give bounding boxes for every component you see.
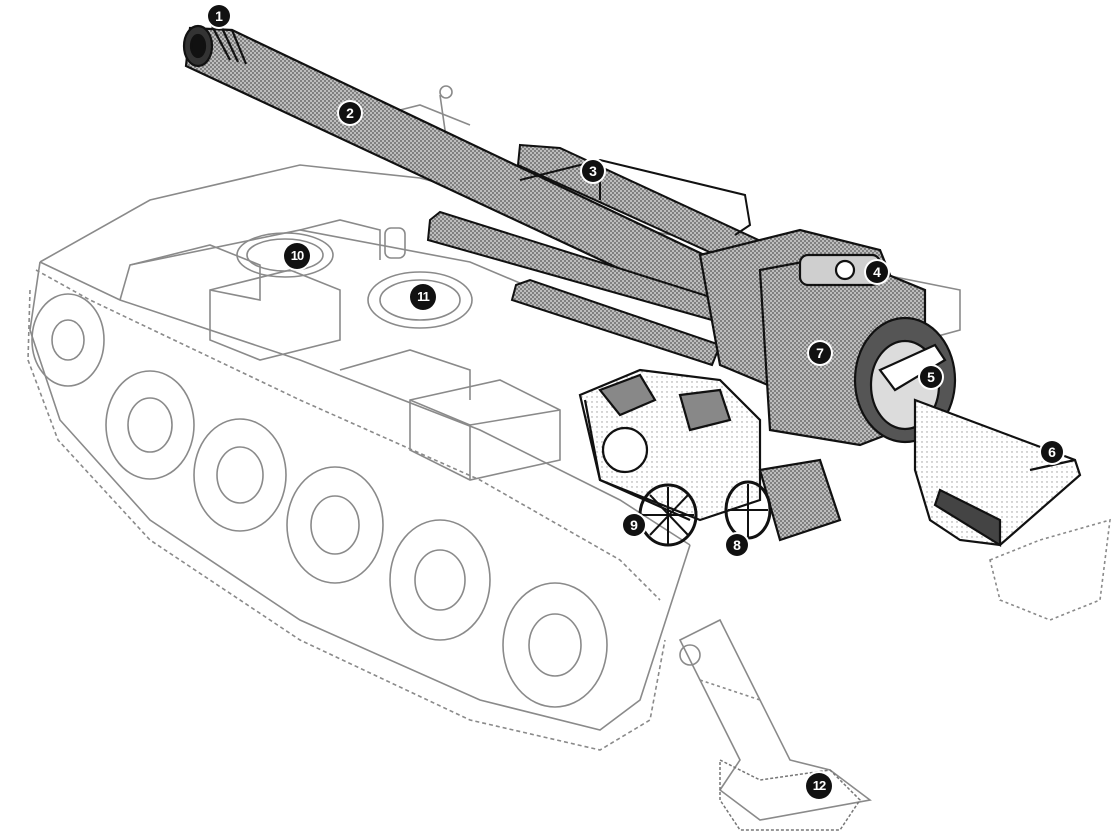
- callout-11: 11: [410, 284, 436, 310]
- cradle-breech: [578, 228, 1082, 547]
- road-wheels: [31, 293, 608, 708]
- callout-5: 5: [920, 366, 942, 388]
- callout-2: 2: [339, 102, 361, 124]
- hull: [27, 85, 1111, 821]
- callout-6: 6: [1041, 441, 1063, 463]
- callout-4: 4: [866, 261, 888, 283]
- callout-7: 7: [809, 342, 831, 364]
- callout-1: 1: [208, 5, 230, 27]
- callout-10: 10: [284, 243, 310, 269]
- callout-9: 9: [623, 514, 645, 536]
- callout-8: 8: [726, 534, 748, 556]
- callout-12: 12: [806, 773, 832, 799]
- spade: [719, 758, 861, 831]
- callout-3: 3: [582, 160, 604, 182]
